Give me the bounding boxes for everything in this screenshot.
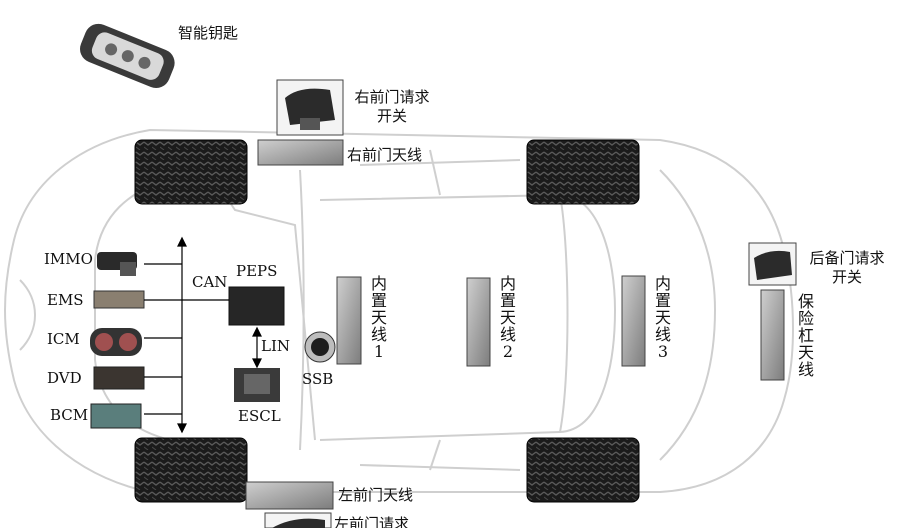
ssb-icon bbox=[304, 331, 336, 363]
smart-key-icon bbox=[80, 23, 175, 89]
peps-label: PEPS bbox=[236, 262, 278, 280]
bumper-antenna-icon bbox=[760, 289, 785, 381]
rf-door-switch-label-line2: 开关 bbox=[376, 107, 407, 125]
inner-antenna-2-label: 内置天线2 bbox=[499, 274, 516, 361]
car-outline bbox=[4, 128, 794, 493]
rf-antenna-label: 右前门天线 bbox=[347, 146, 423, 164]
lf-antenna-label: 左前门天线 bbox=[338, 486, 414, 504]
immo-icon bbox=[97, 252, 137, 276]
can-label: CAN bbox=[192, 273, 228, 291]
rear-door-switch-label-line1: 后备门请求 bbox=[809, 249, 885, 267]
rf-antenna-icon bbox=[257, 139, 344, 166]
tire-rear-right bbox=[526, 139, 640, 205]
ssb-label: SSB bbox=[302, 370, 334, 388]
bus-lines bbox=[144, 236, 262, 434]
dvd-label: DVD bbox=[47, 369, 82, 387]
ems-label: EMS bbox=[47, 291, 84, 309]
ems-icon bbox=[93, 290, 145, 309]
rear-door-switch-label: 后备门请求 开关 bbox=[799, 249, 895, 287]
tire-front-right bbox=[134, 139, 248, 205]
immo-label: IMMO bbox=[44, 250, 93, 268]
tire-rear-left bbox=[526, 437, 640, 503]
lf-antenna-icon bbox=[245, 481, 334, 510]
escl-icon bbox=[234, 368, 280, 402]
bcm-label: BCM bbox=[50, 406, 89, 424]
smart-key-label: 智能钥匙 bbox=[178, 24, 239, 42]
inner-antenna-3-label: 内置天线3 bbox=[654, 274, 671, 361]
dvd-icon bbox=[93, 366, 145, 390]
bcm-icon bbox=[90, 403, 142, 429]
rf-door-switch-label: 右前门请求 开关 bbox=[346, 88, 438, 126]
antennas bbox=[245, 139, 785, 510]
inner-antenna-1-icon bbox=[336, 276, 362, 365]
icm-label: ICM bbox=[47, 330, 80, 348]
modules bbox=[90, 252, 336, 429]
lf-door-switch-label: 左前门请求 bbox=[334, 515, 410, 528]
rf-door-switch-label-line1: 右前门请求 bbox=[354, 88, 430, 106]
inner-antenna-3-icon bbox=[621, 275, 646, 367]
escl-label: ESCL bbox=[238, 407, 281, 425]
rear-door-switch-label-line2: 开关 bbox=[831, 268, 862, 286]
inner-antenna-1-label: 内置天线1 bbox=[370, 274, 387, 361]
tire-front-left bbox=[134, 437, 248, 503]
lin-label: LIN bbox=[261, 337, 291, 355]
lf-door-switch-icon bbox=[264, 512, 332, 528]
rear-door-switch-icon bbox=[748, 242, 797, 286]
bumper-antenna-label: 保险杠天线 bbox=[797, 292, 814, 379]
rf-door-switch-icon bbox=[276, 79, 344, 136]
icm-icon bbox=[90, 328, 142, 356]
peps-icon bbox=[228, 286, 285, 326]
inner-antenna-2-icon bbox=[466, 277, 491, 367]
tires bbox=[134, 139, 640, 503]
